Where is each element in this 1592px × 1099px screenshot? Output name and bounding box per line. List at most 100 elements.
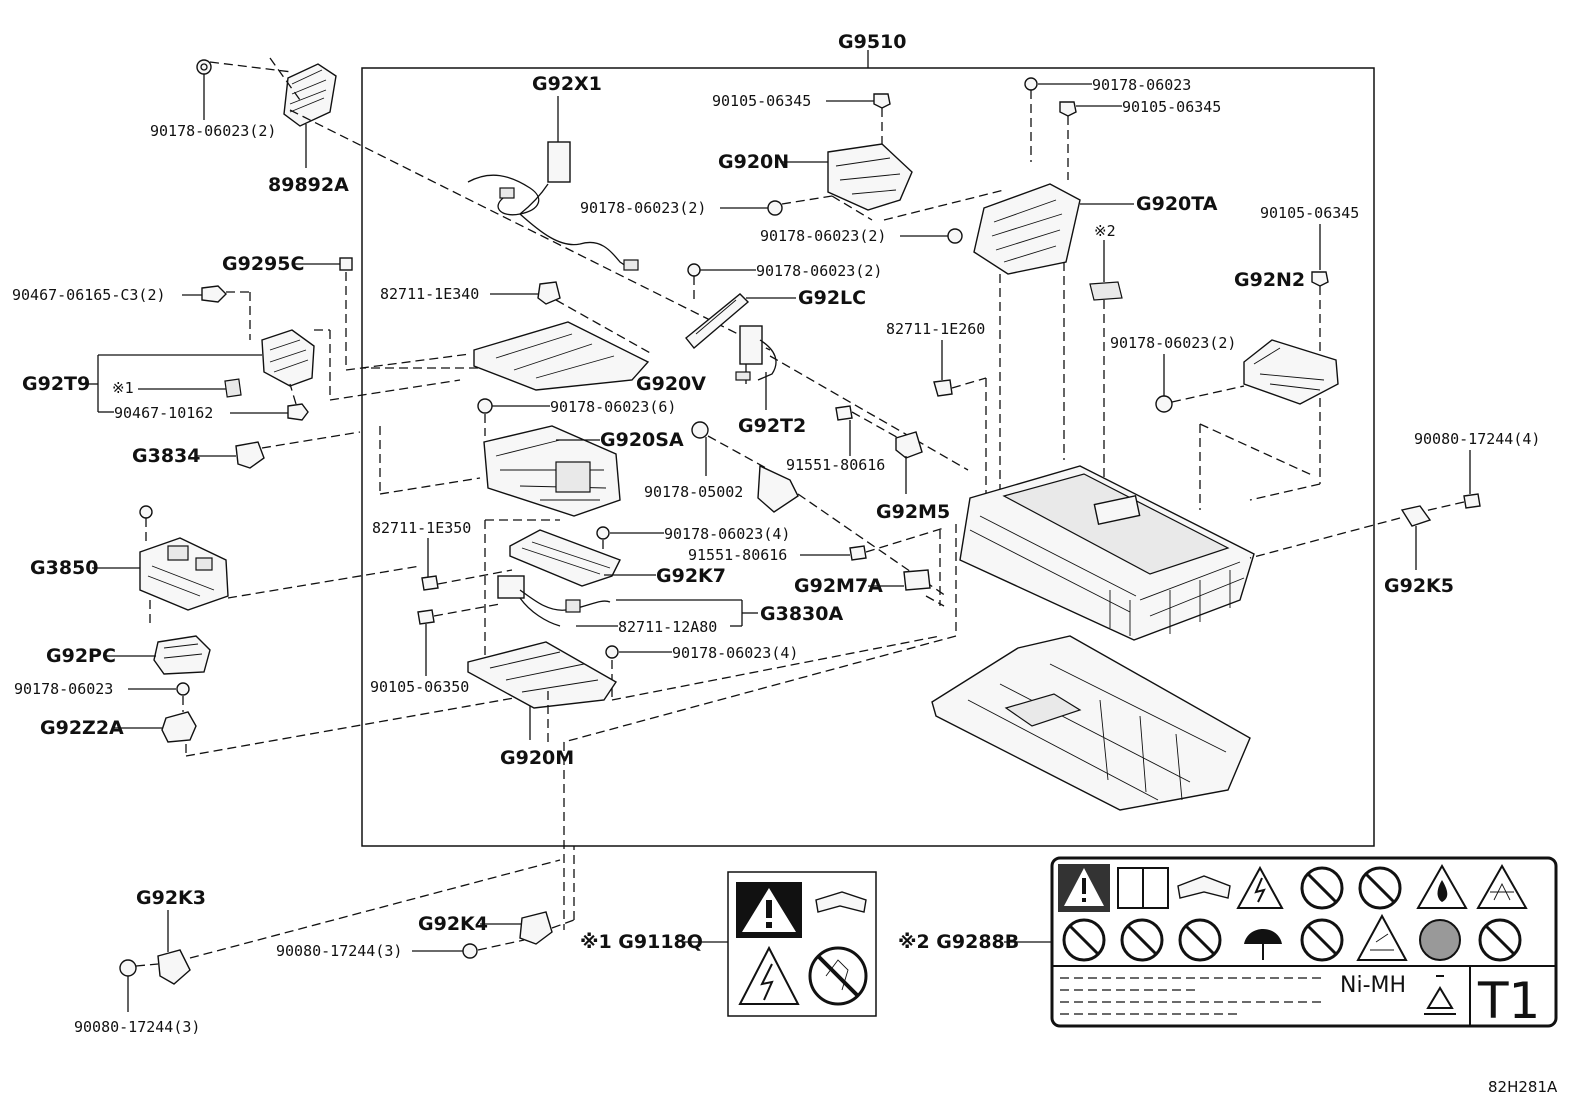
caution-label-g9118q xyxy=(727,871,877,1017)
cover-g920v-icon xyxy=(473,321,650,391)
label-g92k4[interactable]: G92K4 xyxy=(418,913,488,935)
label-90467-10162[interactable]: 90467-10162 xyxy=(114,404,213,422)
label-g9288b[interactable]: ※2 G9288B xyxy=(898,931,1019,953)
nut-icon xyxy=(477,398,493,414)
label-g92t2[interactable]: G92T2 xyxy=(738,415,806,437)
clip-pin-icon xyxy=(287,403,309,421)
label-90467-06165[interactable]: 90467-06165-C3(2) xyxy=(12,286,166,304)
label-82711-12a80[interactable]: 82711-12A80 xyxy=(618,618,717,636)
connector-g92t2-icon xyxy=(735,325,777,384)
label-90105-06345-b[interactable]: 90105-06345 xyxy=(1122,98,1221,116)
label-note2-a[interactable]: ※2 xyxy=(1094,222,1116,240)
recycle-icon xyxy=(1424,975,1456,1015)
manual-book-icon xyxy=(1177,875,1231,899)
label-90080-17244-4[interactable]: 90080-17244(4) xyxy=(1414,430,1540,448)
label-g9295c[interactable]: G9295C xyxy=(222,253,304,275)
bolt-icon xyxy=(835,405,853,421)
nut-icon xyxy=(1024,77,1038,91)
label-82711-1e340[interactable]: 82711-1E340 xyxy=(380,285,479,303)
sensor-module-icon xyxy=(283,63,337,127)
high-voltage-icon xyxy=(1236,865,1284,909)
label-g9510[interactable]: G9510 xyxy=(838,31,906,53)
label-90105-06345-a[interactable]: 90105-06345 xyxy=(712,92,811,110)
label-82711-1e350[interactable]: 82711-1E350 xyxy=(372,519,471,537)
bolt-icon xyxy=(1059,101,1077,117)
sensor-g92m7a-icon xyxy=(903,569,931,591)
label-g92pc[interactable]: G92PC xyxy=(46,645,116,667)
label-g920v[interactable]: G920V xyxy=(636,373,706,395)
frame-g920sa-icon xyxy=(483,425,621,517)
nut-icon xyxy=(1155,395,1173,413)
label-90178-06023-4-b[interactable]: 90178-06023(4) xyxy=(672,644,798,662)
label-g92k5[interactable]: G92K5 xyxy=(1384,575,1454,597)
manual-book-icon xyxy=(815,891,867,913)
bracket-g92k5-icon xyxy=(1400,505,1432,527)
lower-tray-icon xyxy=(931,635,1251,811)
nut-icon xyxy=(947,228,963,244)
label-90178-06023-6[interactable]: 90178-06023(6) xyxy=(550,398,676,416)
nut-icon xyxy=(605,645,619,659)
bracket-g92n2-icon xyxy=(1243,339,1339,405)
label-g92n2[interactable]: G92N2 xyxy=(1234,269,1305,291)
label-90178-05002[interactable]: 90178-05002 xyxy=(644,483,743,501)
label-g92t9[interactable]: G92T9 xyxy=(22,373,90,395)
nut-icon xyxy=(687,263,701,277)
label-g3850[interactable]: G3850 xyxy=(30,557,98,579)
nut-icon xyxy=(596,526,610,540)
caution-label-icon xyxy=(1089,281,1123,301)
label-g92m7a[interactable]: G92M7A xyxy=(794,575,883,597)
bracket-g920ta-icon xyxy=(973,183,1081,275)
label-90080-17244-3-b[interactable]: 90080-17244(3) xyxy=(74,1018,200,1036)
nut-icon xyxy=(691,421,709,439)
label-90178-06023-4-a[interactable]: 90178-06023(4) xyxy=(664,525,790,543)
label-91551-80616-a[interactable]: 91551-80616 xyxy=(786,456,885,474)
label-g92k7[interactable]: G92K7 xyxy=(656,565,726,587)
nut-icon xyxy=(462,943,478,959)
sensor-bracket-icon xyxy=(161,711,197,743)
nut-icon xyxy=(176,682,190,696)
label-90178-06023-2-a[interactable]: 90178-06023(2) xyxy=(580,199,706,217)
bracket-g92t9-icon xyxy=(261,329,315,387)
label-g3830a[interactable]: G3830A xyxy=(760,603,843,625)
label-g9118q[interactable]: ※1 G9118Q xyxy=(580,931,703,953)
service-plug-g92lc-icon xyxy=(685,293,750,350)
fuse-clip-icon xyxy=(933,379,953,397)
label-g920sa[interactable]: G920SA xyxy=(600,429,684,451)
bolt-icon xyxy=(417,609,435,625)
label-90105-06345-c[interactable]: 90105-06345 xyxy=(1260,204,1359,222)
label-90178-06023-single[interactable]: 90178-06023 xyxy=(14,680,113,698)
label-g92z2a[interactable]: G92Z2A xyxy=(40,717,124,739)
explosive-icon xyxy=(1476,863,1528,909)
label-91551-80616-b[interactable]: 91551-80616 xyxy=(688,546,787,564)
label-note1-a[interactable]: ※1 xyxy=(112,379,134,397)
class-label: T1 xyxy=(1477,972,1540,1030)
label-89892a[interactable]: 89892A xyxy=(268,174,349,196)
label-g92lc[interactable]: G92LC xyxy=(798,287,866,309)
fuse-clip-icon xyxy=(537,281,561,305)
label-g92x1[interactable]: G92X1 xyxy=(532,73,602,95)
label-g3834[interactable]: G3834 xyxy=(132,445,200,467)
diagram-ref-code: 82H281A xyxy=(1488,1078,1558,1096)
terminal-clip-icon xyxy=(757,464,799,513)
label-90178-06023-2-d[interactable]: 90178-06023(2) xyxy=(1110,334,1236,352)
junction-block-icon xyxy=(153,635,211,675)
label-90178-06023-top[interactable]: 90178-06023 xyxy=(1092,76,1191,94)
label-90178-06023-2-b[interactable]: 90178-06023(2) xyxy=(760,227,886,245)
clip-icon xyxy=(339,257,353,271)
label-90178-06023-2-c[interactable]: 90178-06023(2) xyxy=(756,262,882,280)
label-g920n[interactable]: G920N xyxy=(718,151,789,173)
nut-icon xyxy=(767,200,783,216)
label-90105-06350[interactable]: 90105-06350 xyxy=(370,678,469,696)
bracket-g920n-icon xyxy=(827,143,913,211)
label-g92k3[interactable]: G92K3 xyxy=(136,887,206,909)
label-g920m[interactable]: G920M xyxy=(500,747,574,769)
label-g92m5[interactable]: G92M5 xyxy=(876,501,950,523)
keep-dry-icon xyxy=(1244,929,1282,944)
label-g920ta[interactable]: G920TA xyxy=(1136,193,1218,215)
label-82711-1e260[interactable]: 82711-1E260 xyxy=(886,320,985,338)
label-90080-17244-3-a[interactable]: 90080-17244(3) xyxy=(276,942,402,960)
sensor-g92m5-icon xyxy=(895,431,923,459)
nut-icon xyxy=(119,959,137,977)
label-90178-06023-2-left[interactable]: 90178-06023(2) xyxy=(150,122,276,140)
cable-g3830a-icon xyxy=(497,575,611,627)
